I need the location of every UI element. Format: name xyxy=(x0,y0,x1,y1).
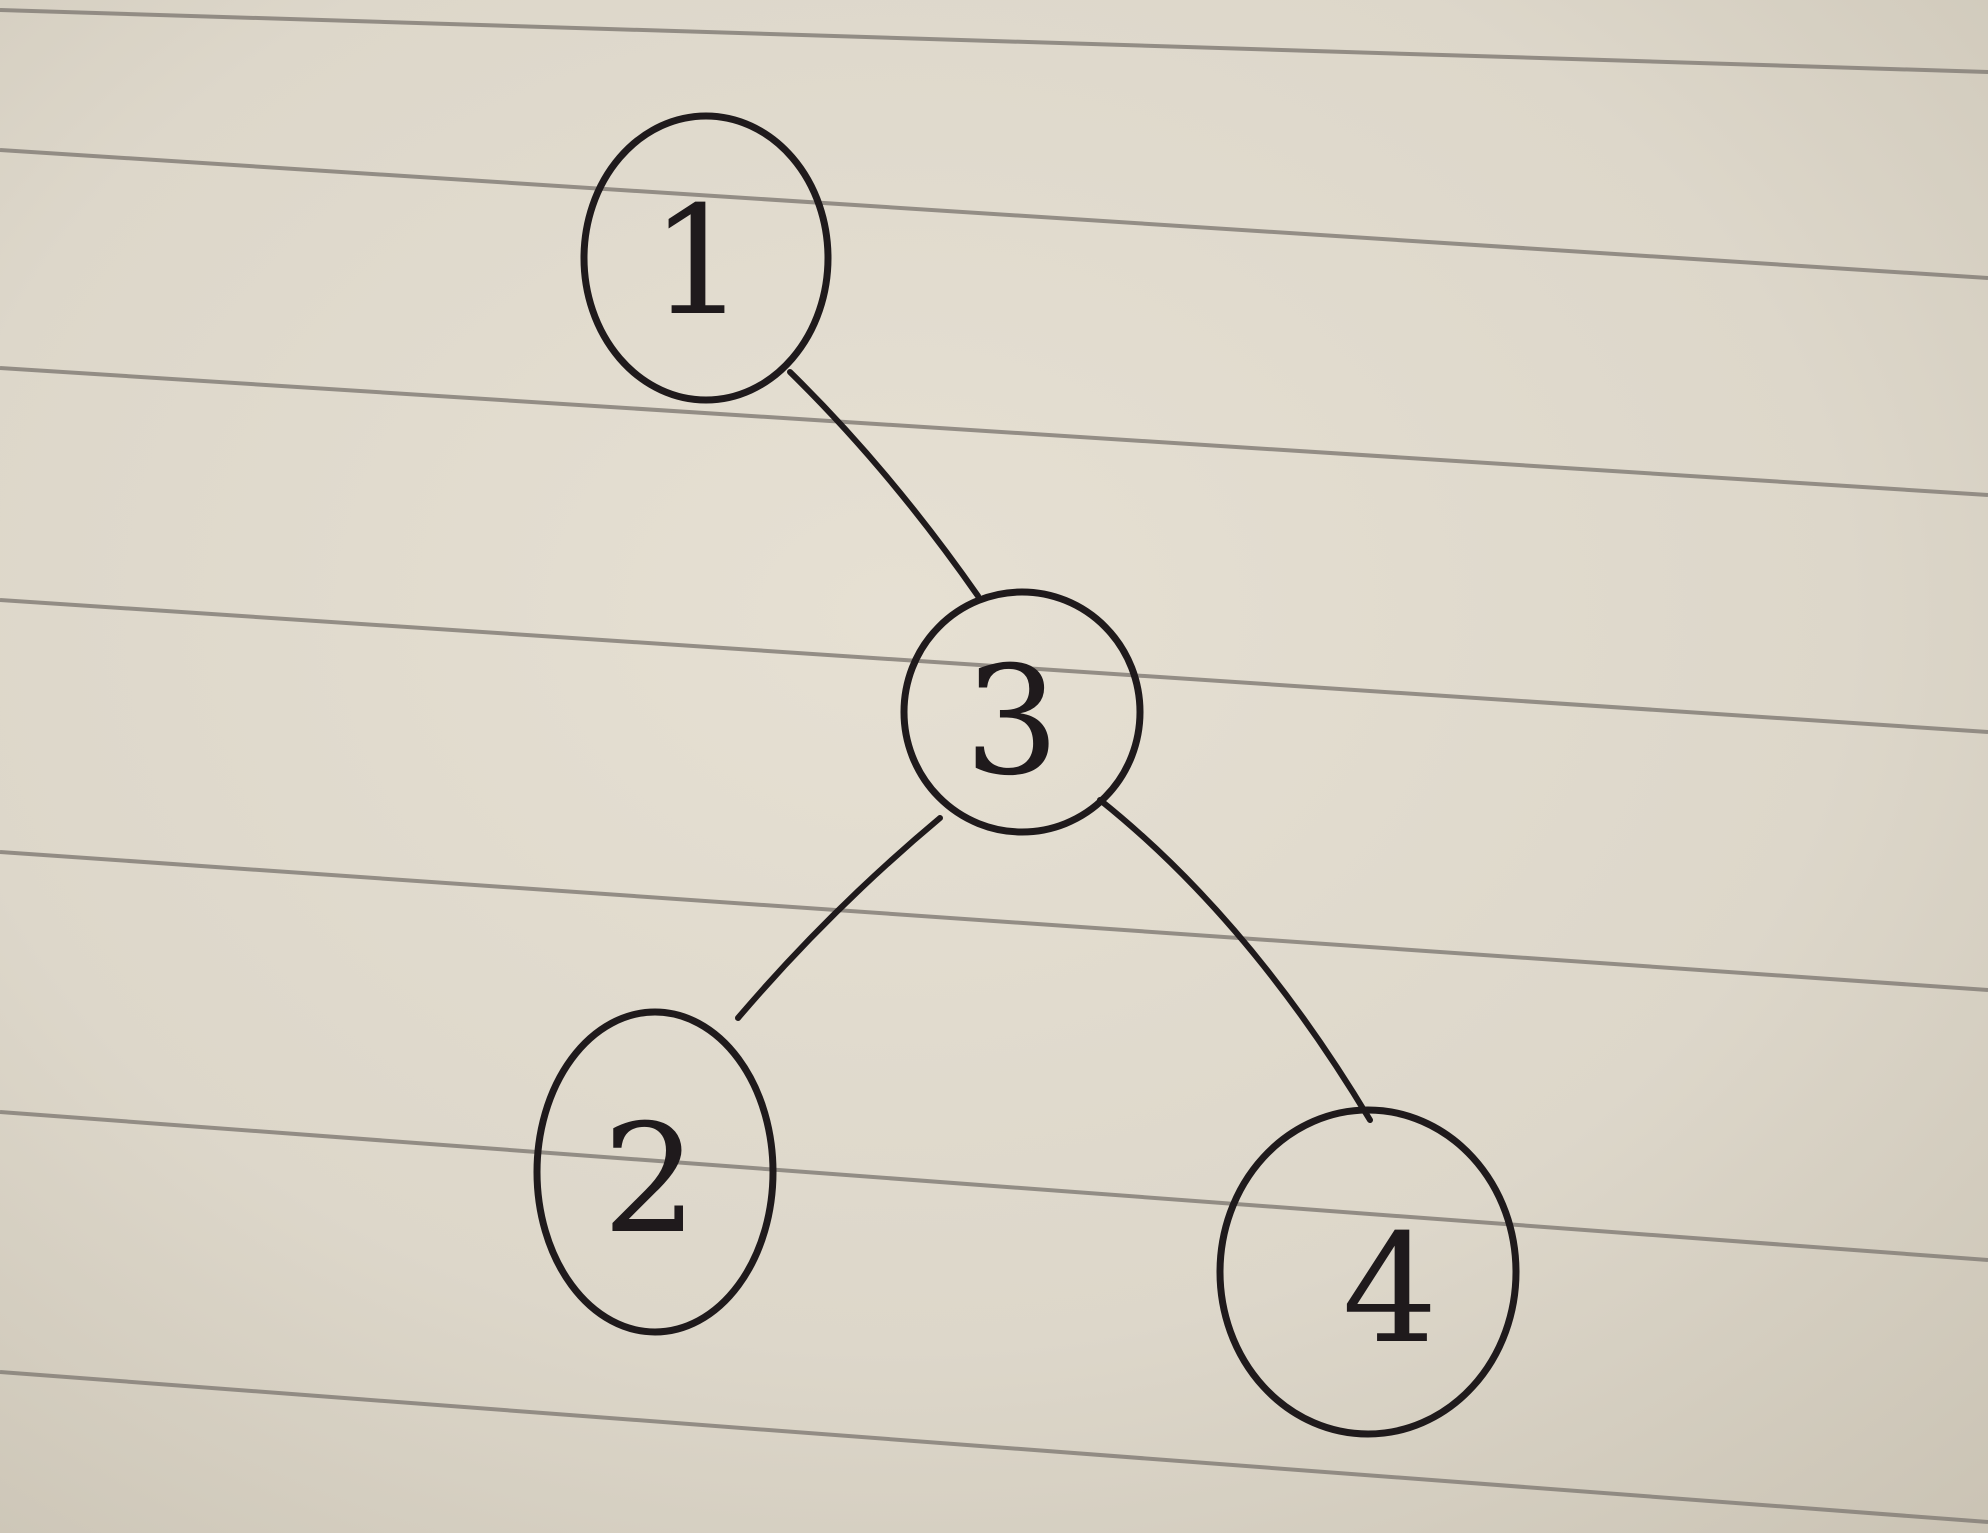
rule-line xyxy=(0,850,1988,992)
node-circle xyxy=(1216,1106,1520,1438)
node-label: 4 xyxy=(1342,1203,1437,1377)
edge-n1-n3 xyxy=(787,369,981,599)
tree-node-3: 3 xyxy=(900,588,1144,836)
ruled-lines xyxy=(0,8,1988,1524)
tree-node-4: 4 xyxy=(1216,1106,1520,1438)
node-label: 1 xyxy=(650,175,745,349)
rule-line xyxy=(0,8,1988,74)
rule-line xyxy=(0,148,1988,280)
node-circle xyxy=(533,1008,777,1336)
rule-line xyxy=(0,1110,1988,1262)
rule-line xyxy=(0,366,1988,497)
node-label: 3 xyxy=(964,635,1059,809)
rule-line xyxy=(0,598,1988,734)
rule-line xyxy=(0,1370,1988,1524)
edge-n3-n2 xyxy=(735,815,943,1021)
node-circle xyxy=(580,112,832,404)
node-label: 2 xyxy=(602,1093,697,1267)
edge-n3-n4 xyxy=(1097,797,1373,1123)
node-circle xyxy=(900,588,1144,836)
tree-node-2: 2 xyxy=(533,1008,777,1336)
tree-node-1: 1 xyxy=(580,112,832,404)
tree-edges xyxy=(735,369,1373,1123)
